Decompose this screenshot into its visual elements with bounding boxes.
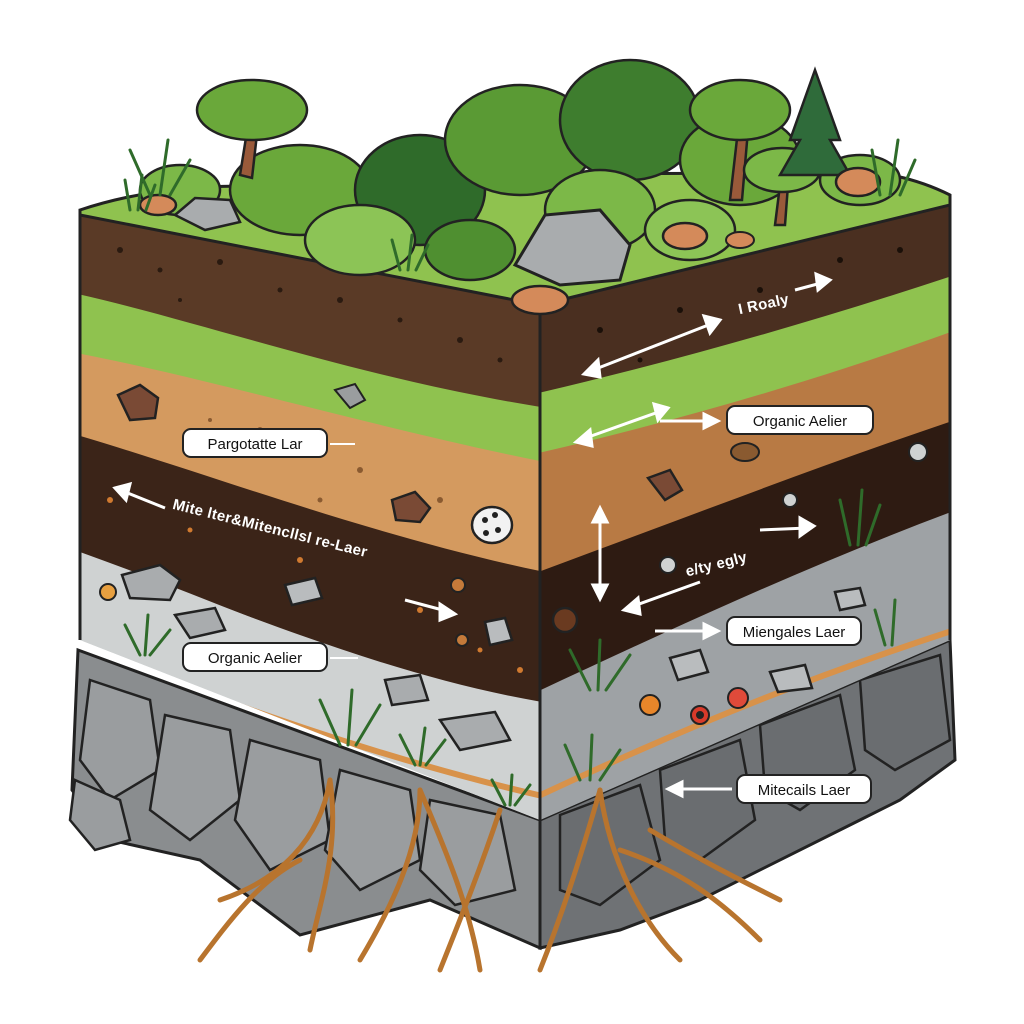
top-rock-large bbox=[512, 208, 632, 287]
double-arrow-top bbox=[587, 320, 717, 374]
double-arrow-mid bbox=[579, 408, 665, 442]
label-organic-aelier-left: Organic Aelier bbox=[182, 642, 328, 672]
top-surface bbox=[78, 58, 952, 316]
pill-connectors bbox=[330, 443, 358, 659]
label-mitecails-laer: Mitecails Laer bbox=[736, 774, 872, 804]
right-face-strata bbox=[540, 200, 950, 820]
annotation-arrows bbox=[112, 271, 833, 799]
label-organic-aelier-right: Organic Aelier bbox=[726, 405, 874, 435]
block-outline bbox=[78, 200, 952, 820]
lower-plants bbox=[123, 488, 897, 807]
top-rock-small bbox=[172, 196, 242, 232]
label-pergotate-lar: Pargotatte Lar bbox=[182, 428, 328, 458]
label-miengales-laer: Miengales Laer bbox=[726, 616, 862, 646]
roots bbox=[197, 777, 783, 973]
